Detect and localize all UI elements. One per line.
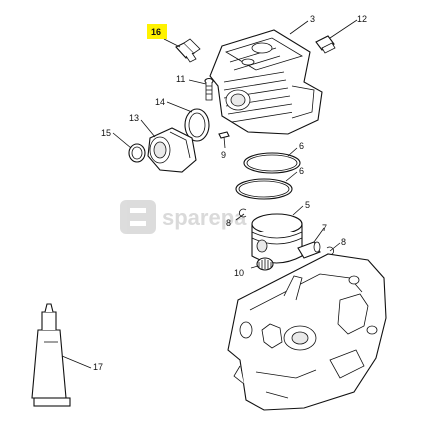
callout-11[interactable]: 11: [176, 74, 185, 84]
part-14-gasket[interactable]: [184, 108, 210, 142]
part-12-decomp-valve[interactable]: [315, 35, 336, 54]
callout-9[interactable]: 9: [221, 150, 226, 160]
callout-3[interactable]: 3: [310, 14, 315, 24]
part-6-piston-ring-lower[interactable]: [235, 178, 293, 200]
callout-15[interactable]: 15: [101, 128, 111, 138]
callout-16[interactable]: 16: [151, 27, 161, 37]
callout-labels: 16 3 12 11 14 13 15 9 6 6 5 8 7 8 10 17: [93, 14, 367, 372]
callout-8-left[interactable]: 8: [226, 218, 231, 228]
crankcase-assembly: [227, 253, 387, 411]
part-3-cylinder[interactable]: [209, 29, 323, 135]
watermark-text: sparepa: [162, 205, 247, 230]
callout-6-upper[interactable]: 6: [299, 141, 304, 151]
callout-10[interactable]: 10: [234, 268, 244, 278]
callout-14[interactable]: 14: [155, 97, 165, 107]
part-7-piston-pin[interactable]: [297, 241, 321, 259]
part-6-piston-ring-upper[interactable]: [243, 152, 301, 174]
part-5-piston[interactable]: [251, 213, 303, 264]
spareparts-logo-icon: [120, 200, 156, 234]
leader-lines: [61, 19, 358, 369]
part-13-intake-manifold[interactable]: [147, 127, 197, 173]
part-16-spark-plug[interactable]: [175, 38, 201, 63]
part-8-circlip-left[interactable]: [238, 208, 247, 218]
callout-7[interactable]: 7: [322, 223, 327, 233]
watermark: sparepa: [120, 200, 247, 234]
callout-12[interactable]: 12: [357, 14, 367, 24]
part-15-clamp[interactable]: [128, 143, 146, 163]
part-17-grease-tube[interactable]: [31, 303, 71, 407]
part-10-needle-bearing[interactable]: [256, 257, 274, 271]
highlight-box-16: [147, 24, 167, 39]
callout-8-right[interactable]: 8: [341, 237, 346, 247]
callout-17[interactable]: 17: [93, 362, 103, 372]
callout-13[interactable]: 13: [129, 113, 139, 123]
callout-5[interactable]: 5: [305, 200, 310, 210]
callout-6-lower[interactable]: 6: [299, 166, 304, 176]
part-9-pin[interactable]: [218, 131, 230, 139]
part-11-screw[interactable]: [204, 77, 214, 101]
